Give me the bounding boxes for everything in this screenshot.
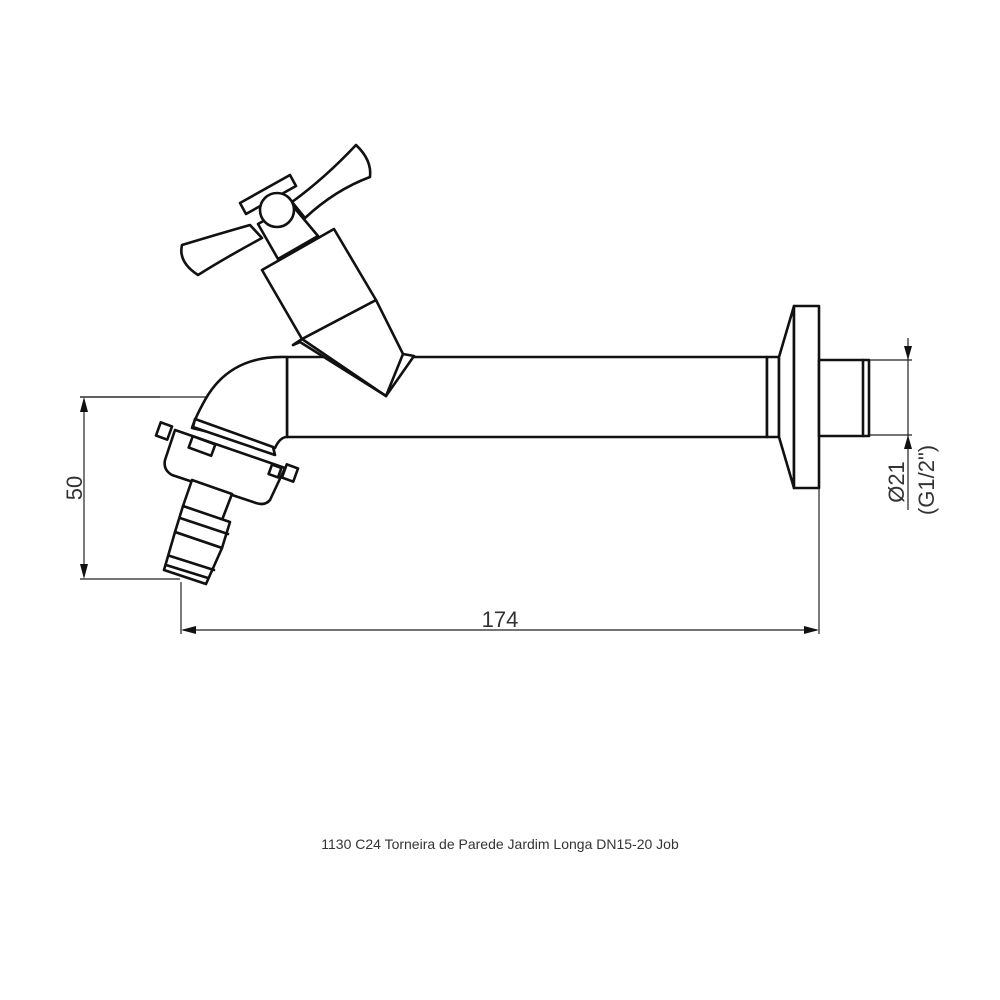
- thread-size-label: (G1/2"): [914, 445, 939, 515]
- threaded-connector: [817, 358, 871, 438]
- drawing-caption: 1130 C24 Torneira de Parede Jardim Longa…: [321, 836, 679, 852]
- dimension-length: 174: [180, 488, 820, 634]
- hose-barb: [162, 478, 234, 586]
- hose-nut: [154, 417, 300, 506]
- dimension-height: 50: [62, 396, 180, 580]
- thread-diameter-label: Ø21: [884, 461, 909, 503]
- dimension-thread: Ø21 (G1/2"): [870, 338, 939, 515]
- wall-flange: [777, 304, 821, 490]
- cross-handle: [180, 143, 372, 277]
- dimension-height-label: 50: [62, 476, 87, 500]
- dimension-length-label: 174: [482, 607, 519, 632]
